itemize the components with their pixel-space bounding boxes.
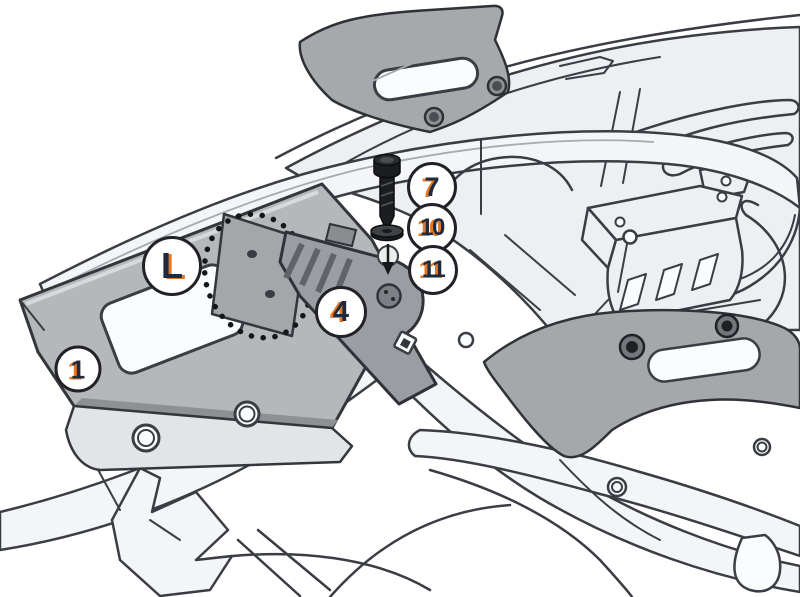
screw-thread [380,191,394,197]
rail-curl-inner [739,214,796,280]
rack-top-plate [298,4,511,134]
grab-handle [482,308,800,541]
trim-line-inner [661,131,794,177]
lower-diagonal [256,528,332,592]
flange-hole [131,423,161,453]
callout-7: 7 [407,162,457,212]
bracket-bolt-hole-dot [391,297,395,301]
cowl-bolt-hole [606,476,628,498]
cowl-bolt-hole-inner [756,441,768,453]
frame-diagonal [469,249,541,311]
side-plate-bottom-edge [74,398,338,428]
left-bracket-line [149,519,181,541]
lug-hole [720,175,732,187]
bracket-top-tab [324,222,358,248]
top-plate-hole-center [429,112,439,122]
callout-L-label: L [161,245,183,286]
callout-4-label: 4 [332,295,350,328]
pin-head [622,229,638,245]
box-hole [716,191,728,203]
flange-hole-inner [238,405,256,423]
cowl-bolt-hole [752,437,772,457]
undertail-curve [328,503,512,597]
handle-tail-line [559,459,661,541]
callout-11: 11 [408,245,458,295]
callout-1: 1 [54,345,102,393]
pin-stem [617,243,628,293]
left-bracket-piece [110,466,234,597]
plate-tip-line [19,299,45,331]
screw-thread [380,181,394,187]
undertail-curve [198,552,432,592]
box-hole [614,216,626,228]
handle-slot [647,337,761,383]
rail-highlight [49,139,655,291]
callout-L: L [142,236,202,296]
bracket-fin [299,247,321,287]
insert-arrow-head [382,262,394,275]
bracket-bolt-hole-dot [384,290,388,294]
top-plate-fold-line [333,37,471,99]
callout-10-label: 10 [420,214,445,241]
backing-hole [247,250,257,258]
backing-hole [265,290,275,298]
undertail-curve [428,468,634,597]
frame-diagonal [504,234,576,296]
handle-bolt-center [721,320,733,332]
handle-bolt-center [626,341,638,353]
screw-thread [380,201,394,207]
flange-hole-inner [137,429,155,447]
callout-10: 10 [407,203,457,253]
bracket-fin [283,242,305,280]
bracket-bolt-hole [376,283,402,309]
screw-head-socket [380,157,394,163]
bracket-nut-center [400,337,411,349]
top-plate-hole-center [492,81,502,91]
fastener-stack [370,153,404,275]
box-slot [691,253,719,291]
frame-hole [457,331,475,349]
callout-1-label: 1 [70,354,86,384]
side-plate-flange [64,404,354,472]
seam-tab [559,56,614,80]
box-slot [619,273,647,311]
box-slot [655,263,683,301]
callout-11-label: 11 [421,256,446,283]
lower-diagonal [236,538,302,597]
stand-foot [733,533,782,593]
callout-7-label: 7 [424,171,440,202]
callout-4: 4 [315,286,367,338]
lower-diagonal [95,465,121,511]
cowl-bolt-hole-inner [611,481,623,493]
handle-body [482,308,800,459]
bracket-fin [315,252,337,294]
washer-hole [382,229,392,233]
